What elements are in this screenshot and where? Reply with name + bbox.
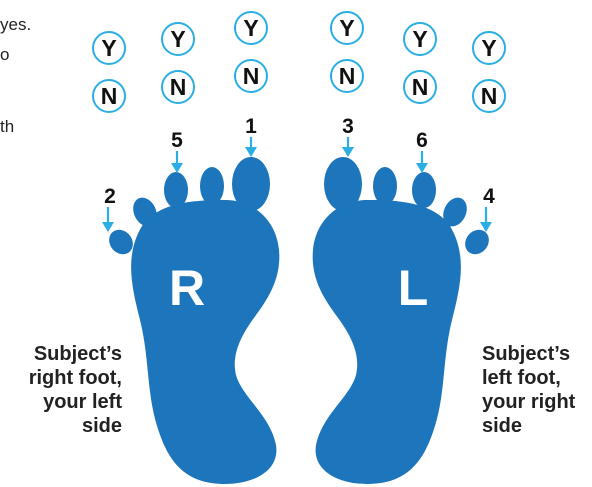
arrow-toe-5 <box>171 151 183 173</box>
toe-4-yes[interactable]: Y <box>472 31 506 65</box>
toe-2-yes[interactable]: Y <box>92 31 126 65</box>
toe-3-yes[interactable]: Y <box>330 11 364 45</box>
left-toe-6 <box>412 172 436 208</box>
cropped-text-3: th <box>0 117 15 136</box>
toe-number-2: 2 <box>104 185 116 208</box>
left-foot-caption-line-2: left foot, <box>482 367 561 389</box>
left-foot-caption-line-3: your right <box>482 391 576 413</box>
arrow-toe-2 <box>102 207 114 232</box>
toe-number-3: 3 <box>342 115 354 138</box>
right-foot-sole <box>131 199 280 484</box>
toe-5-no[interactable]: N <box>161 70 195 104</box>
left-foot-letter: L <box>398 260 429 316</box>
toe-number-6: 6 <box>416 129 428 152</box>
right-foot-caption-line-3: your left <box>43 391 122 413</box>
toe-3-no[interactable]: N <box>330 59 364 93</box>
toe-number-4: 4 <box>483 185 495 208</box>
right-toe-5-outer <box>164 172 188 208</box>
right-foot-letter: R <box>169 260 205 316</box>
left-foot-sole <box>312 199 461 484</box>
right-toe-1 <box>232 157 270 211</box>
left-foot-caption-line-4: side <box>482 415 523 437</box>
arrow-toe-6 <box>416 151 428 173</box>
right-foot-caption: Subject’s right foot, your left side <box>0 342 122 438</box>
toe-2-no[interactable]: N <box>92 79 126 113</box>
toe-6-no[interactable]: N <box>403 70 437 104</box>
toe-1-yes[interactable]: Y <box>234 11 268 45</box>
arrow-toe-3 <box>342 137 354 157</box>
toe-number-1: 1 <box>245 115 257 138</box>
left-foot-caption-line-1: Subject’s <box>482 343 571 365</box>
right-foot: R <box>109 157 280 484</box>
left-foot-caption: Subject’s left foot, your right side <box>482 342 590 438</box>
cropped-text-1: yes. <box>0 15 32 34</box>
right-foot-caption-line-2: right foot, <box>28 367 122 389</box>
right-toe-4 <box>133 197 157 227</box>
toe-6-yes[interactable]: Y <box>403 22 437 56</box>
toe-5-yes[interactable]: Y <box>161 22 195 56</box>
right-foot-caption-line-4: side <box>81 415 122 437</box>
left-foot: L <box>312 157 489 484</box>
arrow-toe-4 <box>480 207 492 232</box>
left-toe-3 <box>324 157 362 211</box>
arrow-toe-1 <box>245 137 257 157</box>
left-toe-4 <box>465 229 489 255</box>
toe-number-5: 5 <box>171 129 183 152</box>
left-toe-outer <box>443 197 467 227</box>
right-toe-5 <box>200 167 224 205</box>
right-foot-caption-line-1: Subject’s <box>33 343 122 365</box>
cropped-text-2: o <box>0 45 10 64</box>
toe-4-no[interactable]: N <box>472 79 506 113</box>
toe-1-no[interactable]: N <box>234 59 268 93</box>
left-toe-inner <box>373 167 397 205</box>
right-toe-2 <box>109 229 133 255</box>
